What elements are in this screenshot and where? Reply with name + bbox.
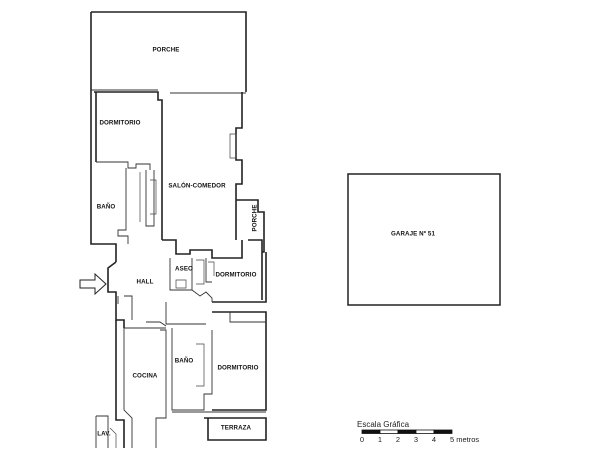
label-garaje: GARAJE Nº 51 [391, 231, 435, 238]
outer-walls [90, 88, 267, 303]
scale-tick-1: 1 [378, 435, 382, 444]
scale-title: Escala Gráfica [357, 420, 410, 429]
label-dormitorio-1: DORMITORIO [99, 120, 140, 127]
terraza-area: TERRAZA [172, 411, 267, 441]
dormitorio-1-area: DORMITORIO [96, 120, 151, 170]
porche-side-area: PORCHE [252, 204, 259, 231]
label-porche-top: PORCHE [152, 47, 179, 54]
garaje-area: GARAJE Nº 51 [347, 173, 501, 306]
scale-segment [361, 429, 381, 434]
hall-area: HALL [107, 261, 213, 328]
label-dormitorio-2: DORMITORIO [215, 272, 256, 279]
scale-tick-5: 5 metros [450, 435, 479, 444]
label-bano-2: BAÑO [175, 358, 194, 365]
dormitorio-2-area: DORMITORIO [205, 258, 257, 283]
scale-segment [379, 429, 399, 434]
label-lav: LAV. [97, 431, 111, 438]
scale-tick-3: 3 [414, 435, 418, 444]
label-aseo: ASEO [175, 266, 193, 273]
lav-area: LAV. [95, 415, 117, 448]
label-porche-side: PORCHE [252, 204, 259, 231]
bano-2-area: BAÑO [171, 328, 213, 411]
label-dormitorio-3: DORMITORIO [217, 365, 258, 372]
label-terraza: TERRAZA [221, 425, 252, 432]
entrance-arrow-icon [79, 272, 107, 296]
graphic-scale: Escala Gráfica 0 1 2 3 4 5 metros [357, 420, 479, 444]
scale-segment [433, 429, 453, 434]
porche-top-area: PORCHE [90, 11, 247, 94]
label-bano-1: BAÑO [97, 204, 116, 211]
scale-tick-4: 4 [432, 435, 436, 444]
label-cocina: COCINA [132, 373, 157, 380]
salon-comedor-area: SALÓN-COMEDOR [168, 133, 237, 190]
bano-1-area: BAÑO [97, 168, 157, 244]
scale-tick-0: 0 [360, 435, 364, 444]
scale-tick-2: 2 [396, 435, 400, 444]
dormitorio-3-area: DORMITORIO [212, 311, 267, 411]
aseo-area: ASEO [169, 258, 205, 291]
cocina-area: COCINA [115, 320, 167, 448]
scale-segment [415, 429, 435, 434]
scale-segment [397, 429, 417, 434]
label-salon-comedor: SALÓN-COMEDOR [168, 182, 226, 190]
label-hall: HALL [137, 279, 154, 286]
